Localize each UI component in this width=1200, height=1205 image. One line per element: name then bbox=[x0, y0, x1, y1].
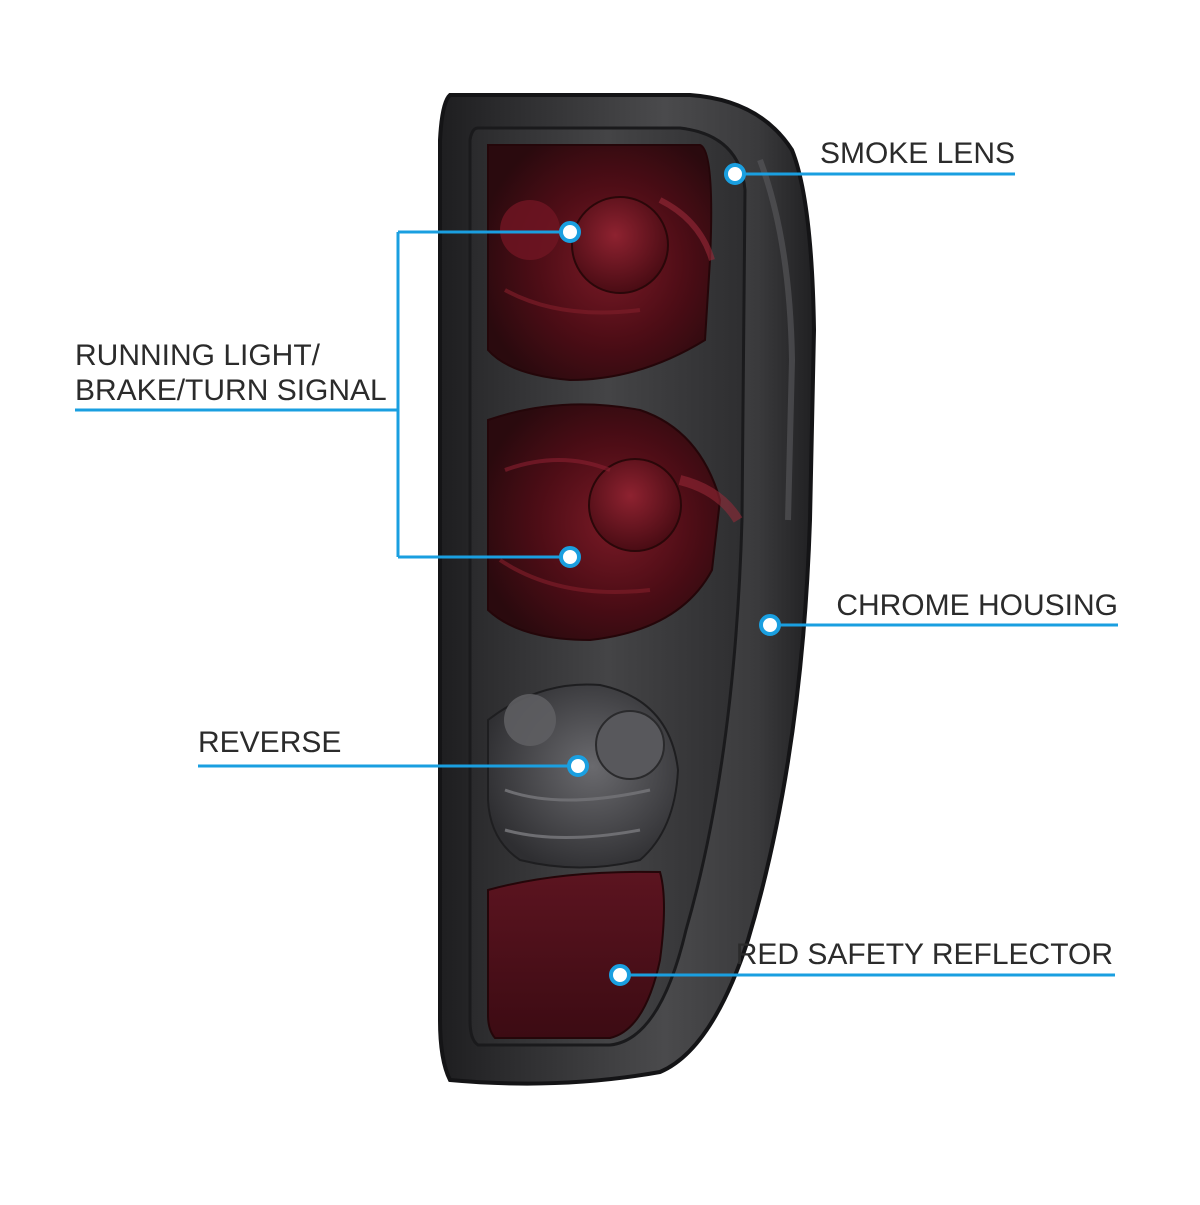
chrome-housing-marker bbox=[759, 614, 781, 636]
running-light-label-line2: BRAKE/TURN SIGNAL bbox=[75, 374, 387, 407]
tail-light-lamp bbox=[438, 93, 817, 1086]
running-light-marker-top bbox=[559, 221, 581, 243]
reflector-marker bbox=[609, 964, 631, 986]
running-light-marker-bottom bbox=[559, 546, 581, 568]
reverse-marker bbox=[567, 755, 589, 777]
reverse-label: REVERSE bbox=[198, 726, 341, 759]
red-safety-reflector-panel bbox=[487, 870, 665, 1039]
smoke-lens-marker bbox=[724, 163, 746, 185]
chrome-housing-label: CHROME HOUSING bbox=[836, 589, 1118, 622]
running-light-label-line1: RUNNING LIGHT/ bbox=[75, 339, 321, 372]
callout-dots bbox=[559, 163, 781, 986]
callout-lines bbox=[75, 172, 1118, 977]
callout-labels: SMOKE LENS RUNNING LIGHT/ BRAKE/TURN SIG… bbox=[75, 137, 1118, 971]
red-safety-reflector-label: RED SAFETY REFLECTOR bbox=[736, 938, 1113, 971]
smoke-lens-label: SMOKE LENS bbox=[820, 137, 1015, 170]
